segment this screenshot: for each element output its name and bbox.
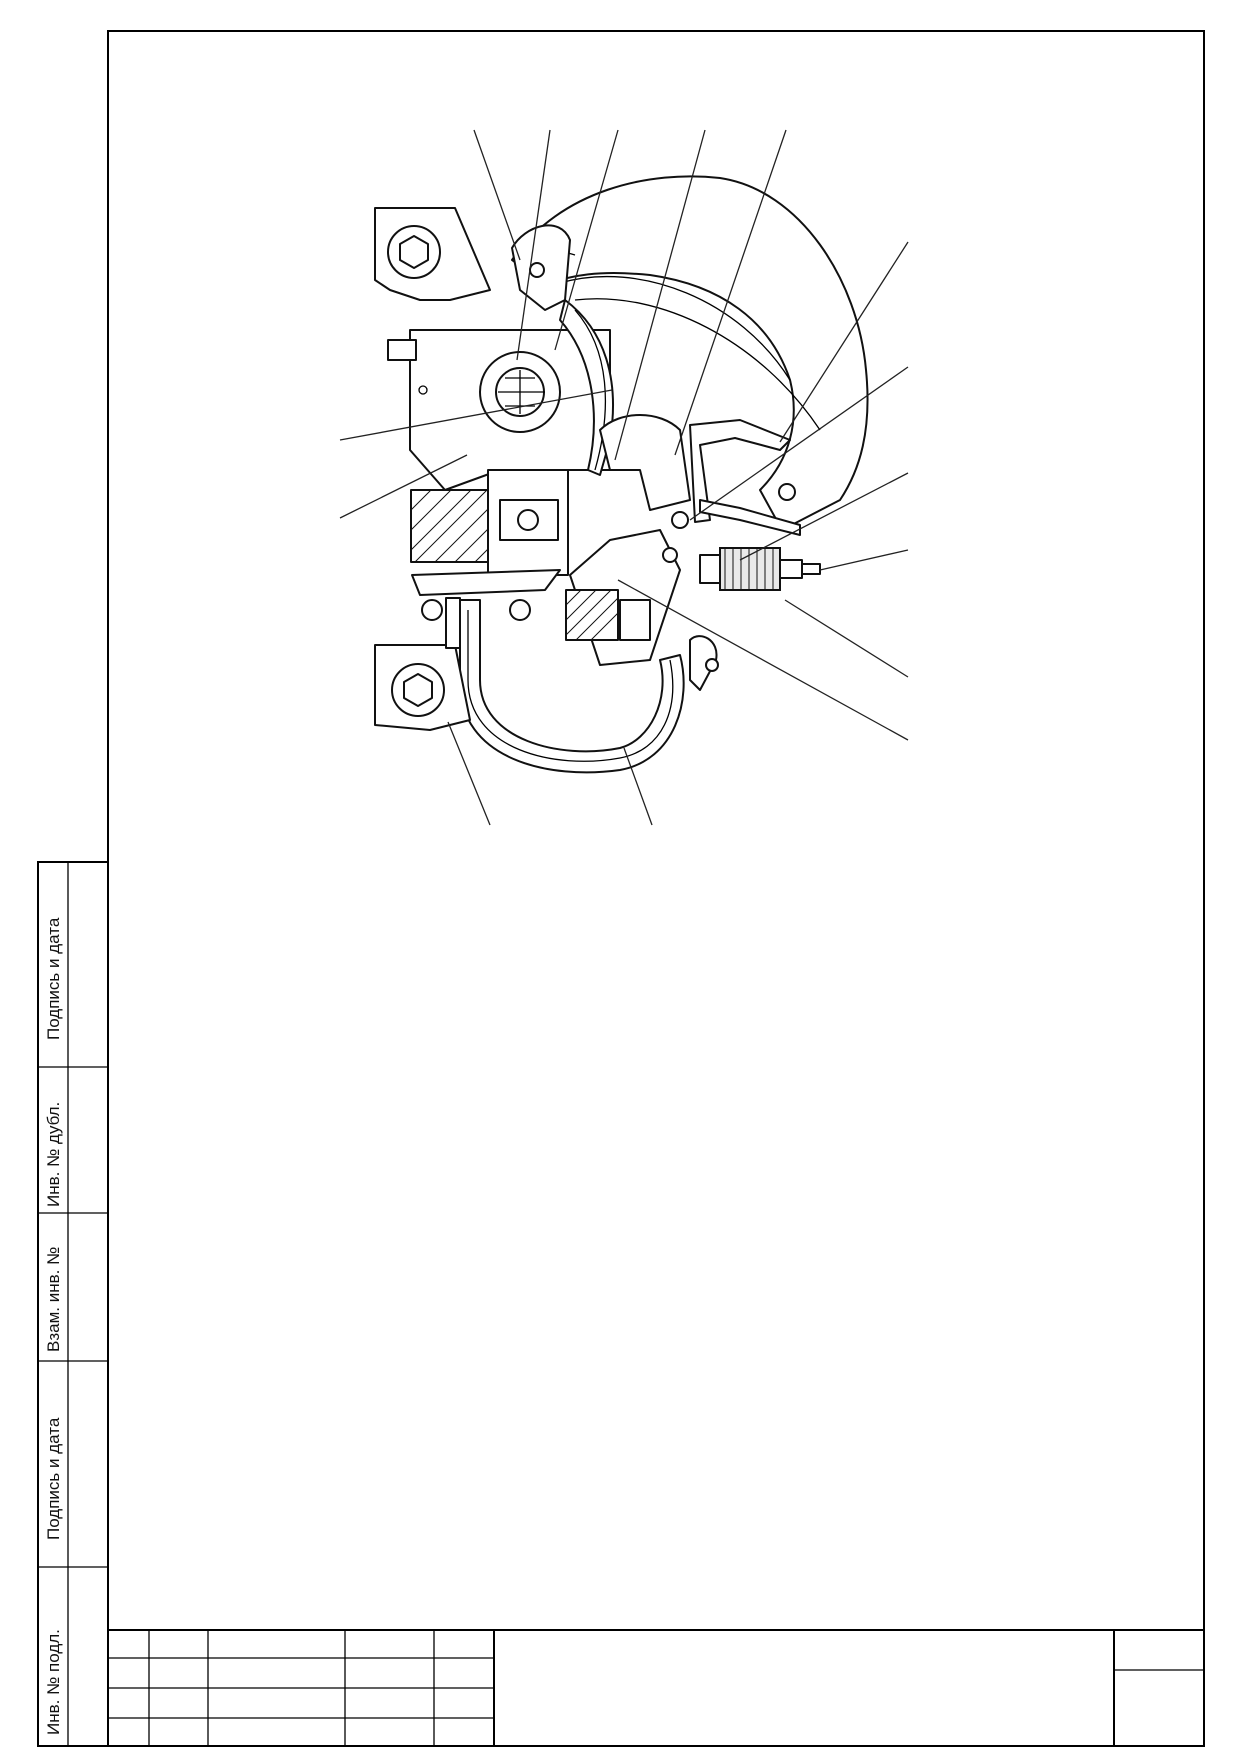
- side-stamp: Подпись и дата Инв. № дубл. Взам. инв. №…: [37, 861, 109, 1747]
- fixed-contact-bracket: [599, 414, 691, 511]
- auxiliary-lever: [689, 419, 791, 523]
- side-stamp-cell-vzam-inv: Взам. инв. №: [44, 1247, 63, 1352]
- side-stamp-cell-podpis-data-2: Подпись и дата: [44, 917, 63, 1040]
- arc-chute: [511, 175, 869, 531]
- side-stamp-cell-inv-podl: Инв. № подл.: [44, 1629, 63, 1735]
- contact-spring: [699, 547, 821, 591]
- bottom-clamp: [689, 635, 718, 691]
- blowout-coil-right: [565, 589, 619, 641]
- title-block: [108, 1629, 1204, 1746]
- side-stamp-cell-podpis-data-1: Подпись и дата: [44, 1417, 63, 1540]
- bottom-lever-arm: [411, 569, 561, 596]
- sheet-frame: [107, 30, 1205, 1747]
- flexible-shunt: [458, 599, 685, 774]
- contactor-assembly-drawing: [339, 129, 909, 826]
- blowout-coil-left: [410, 489, 494, 563]
- side-stamp-cell-inv-dubl: Инв. № дубл.: [44, 1102, 63, 1207]
- leader-lines: [339, 129, 909, 826]
